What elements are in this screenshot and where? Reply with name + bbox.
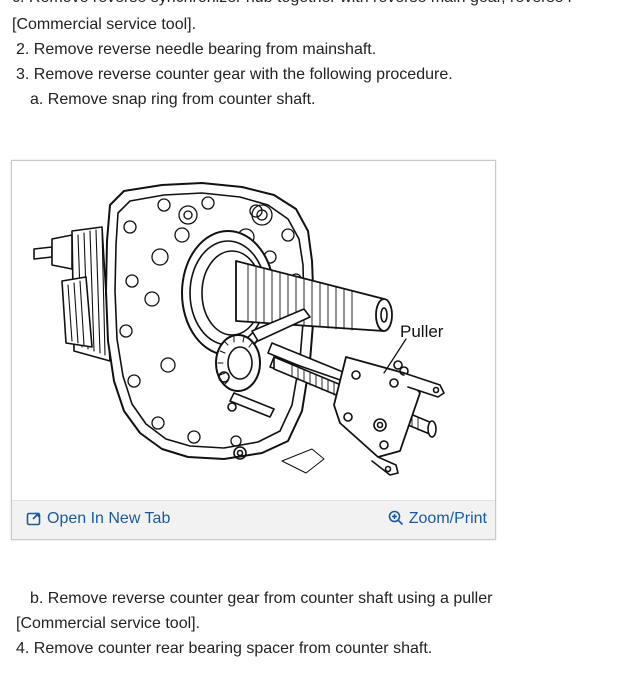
step-4-text: 4. Remove counter rear bearing spacer fr… bbox=[16, 640, 433, 657]
zoom-in-icon bbox=[388, 510, 404, 527]
figure-toolbar: Open In New Tab Zoom/Print bbox=[12, 500, 495, 539]
step-3b-text: b. Remove reverse counter gear from coun… bbox=[30, 590, 493, 607]
step-2-text: 2. Remove reverse needle bearing from ma… bbox=[16, 41, 377, 58]
puller-illustration: Puller bbox=[33, 182, 445, 476]
step-3-text: 3. Remove reverse counter gear with the … bbox=[16, 66, 453, 83]
procedure-figure: Puller Open In New Tab Zoom/Print bbox=[11, 160, 496, 540]
open-in-new-tab-icon bbox=[26, 511, 42, 527]
open-in-new-tab-link[interactable]: Open In New Tab bbox=[26, 510, 170, 528]
cutoff-instruction-line: c. Remove reverse synchronizer hub toget… bbox=[12, 0, 573, 8]
open-in-new-tab-label: Open In New Tab bbox=[47, 510, 171, 527]
service-tool-note: [Commercial service tool]. bbox=[12, 16, 197, 33]
service-tool-note-2: [Commercial service tool]. bbox=[16, 615, 201, 632]
step-3a-text: a. Remove snap ring from counter shaft. bbox=[30, 91, 316, 108]
zoom-print-label: Zoom/Print bbox=[408, 510, 487, 527]
puller-callout-label: Puller bbox=[400, 322, 444, 341]
zoom-print-link[interactable]: Zoom/Print bbox=[388, 510, 487, 528]
